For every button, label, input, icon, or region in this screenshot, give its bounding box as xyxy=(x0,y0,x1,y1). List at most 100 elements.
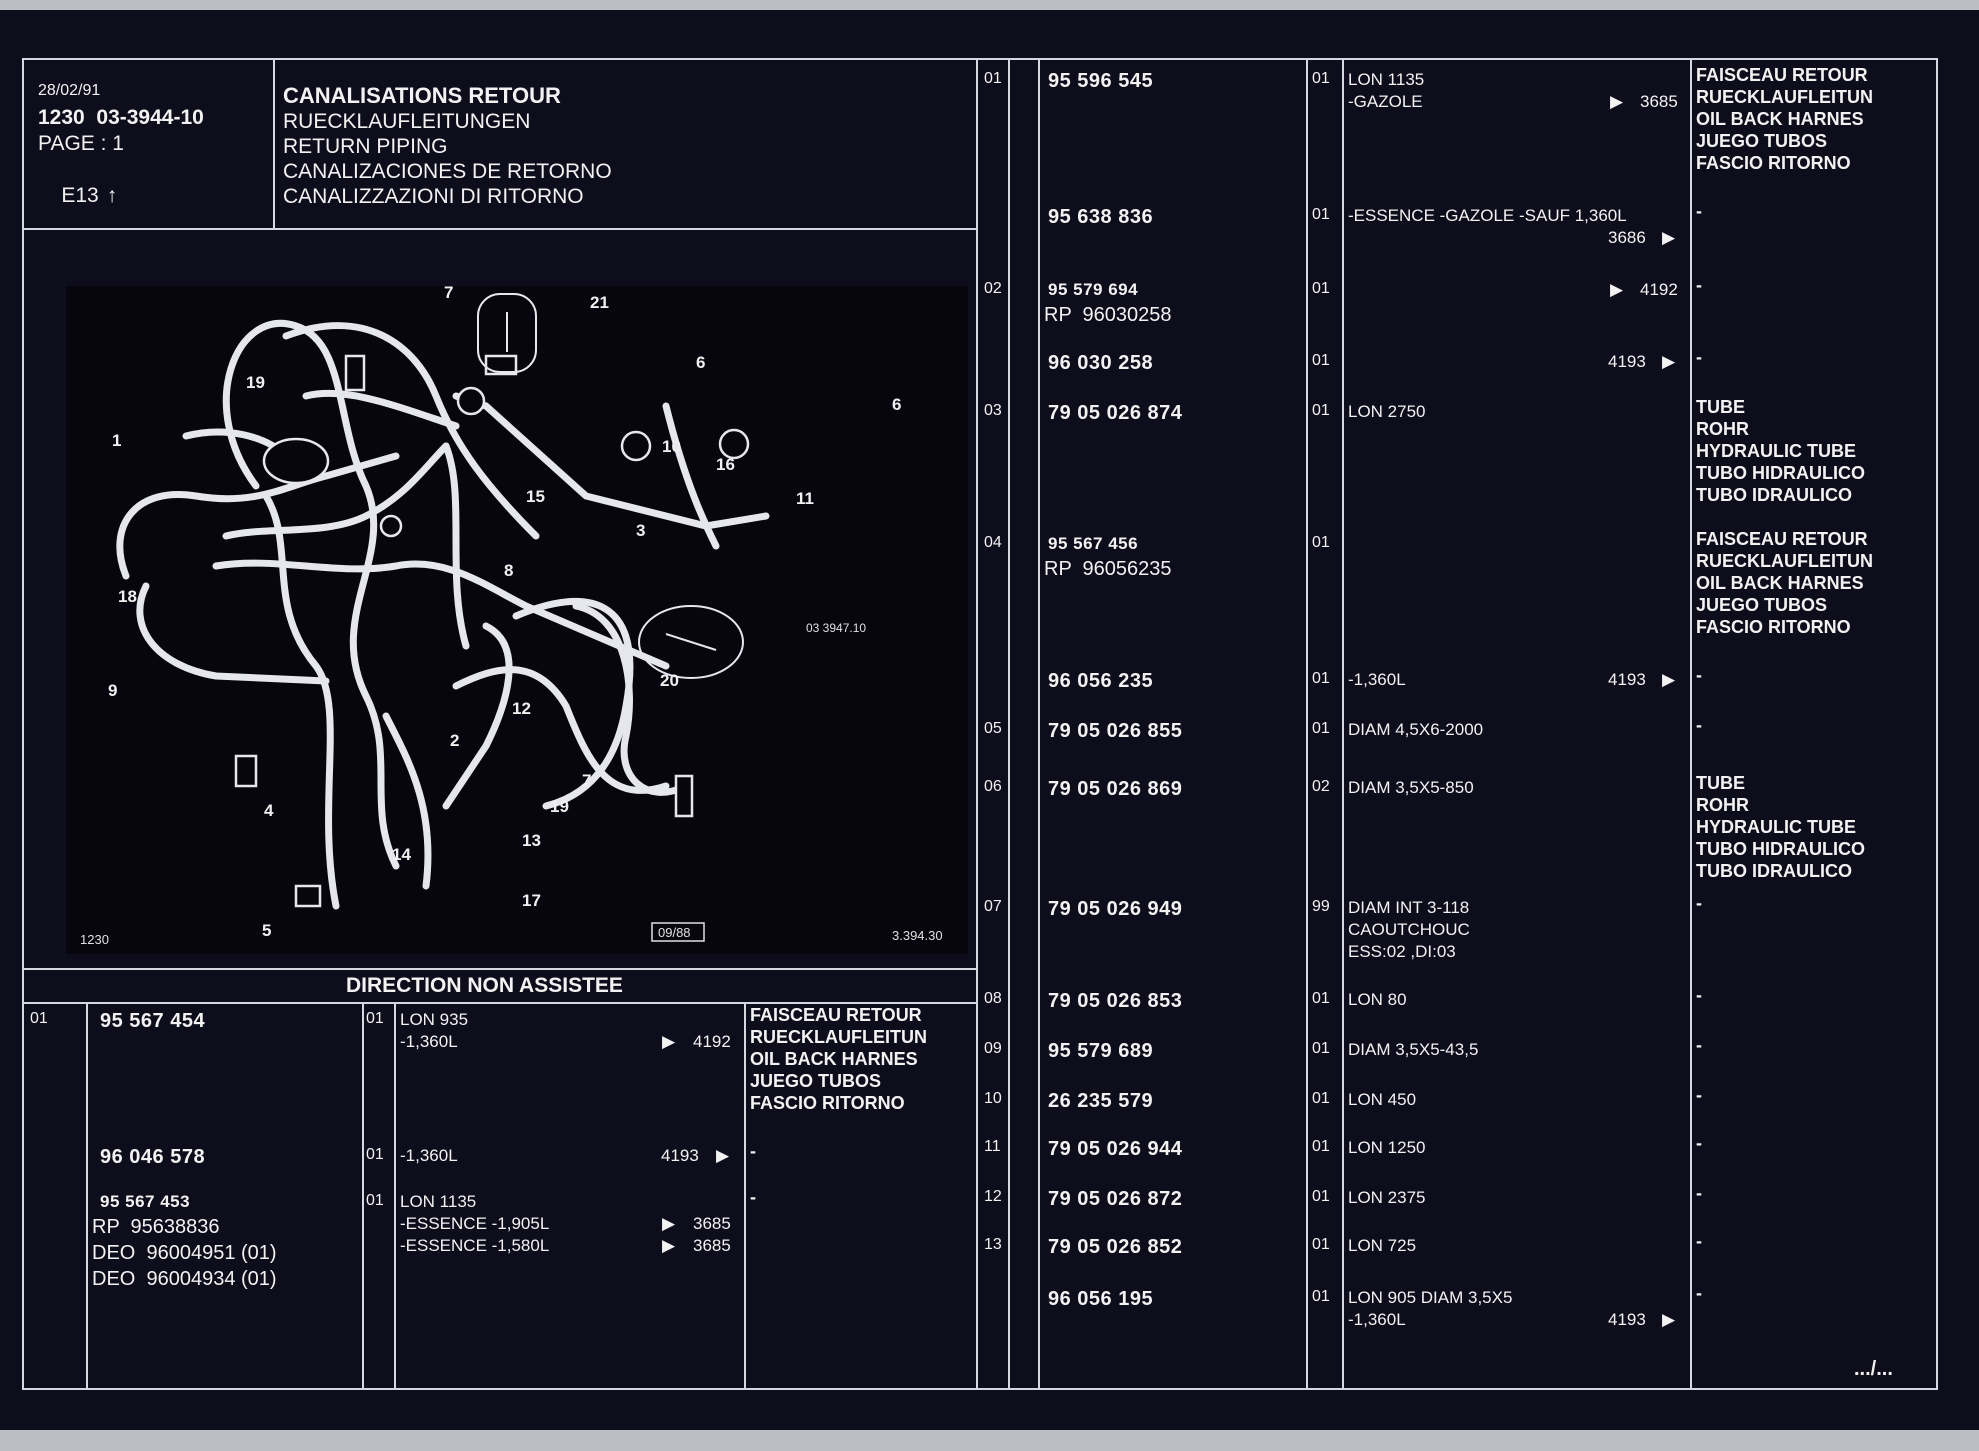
svg-text:9: 9 xyxy=(108,681,117,700)
injector-fitting xyxy=(674,774,694,818)
filter-fitting xyxy=(262,437,330,485)
svg-text:3: 3 xyxy=(636,521,645,540)
inset-part-21 xyxy=(477,293,537,373)
row-number: 13 xyxy=(984,1236,1002,1253)
left-col-line-4 xyxy=(744,1002,746,1390)
designation-line: FAISCEAU RETOUR xyxy=(1696,65,1868,85)
title-it: CANALIZZAZIONI DI RITORNO xyxy=(283,185,584,208)
description-line: LON 905 DIAM 3,5X5 xyxy=(1348,1288,1513,1307)
right-col-line-4 xyxy=(1342,58,1344,1390)
designation-line: - xyxy=(1696,1183,1702,1203)
designation-line: FASCIO RITORNO xyxy=(1696,617,1851,637)
quantity: 01 xyxy=(1312,534,1330,551)
header-date: 28/02/91 xyxy=(38,82,101,99)
description-line: -1,360L xyxy=(1348,670,1406,689)
designation-line: - xyxy=(1696,1133,1702,1153)
left-col-line-3 xyxy=(394,1002,396,1390)
svg-text:5: 5 xyxy=(262,921,271,940)
designation-line: - xyxy=(1696,347,1702,367)
designation-line: - xyxy=(1696,715,1702,735)
designation-line: HYDRAULIC TUBE xyxy=(1696,817,1856,837)
svg-text:16: 16 xyxy=(716,455,735,474)
part-reference: 95 567 453 xyxy=(100,1192,191,1211)
header-page: PAGE : 1 xyxy=(38,132,124,155)
part-reference: 79 05 026 853 xyxy=(1048,990,1183,1012)
title-fr: CANALISATIONS RETOUR xyxy=(283,83,561,108)
part-reference: 96 056 195 xyxy=(1048,1288,1154,1310)
title-es: CANALIZACIONES DE RETORNO xyxy=(283,160,612,183)
designation-line: TUBO IDRAULICO xyxy=(1696,861,1852,881)
row-number: 01 xyxy=(984,70,1002,87)
designation-line: - xyxy=(1696,665,1702,685)
quantity: 01 xyxy=(1312,670,1330,687)
description-line: LON 450 xyxy=(1348,1090,1417,1109)
description-line: DIAM INT 3-118 xyxy=(1348,898,1470,917)
designation-line: FASCIO RITORNO xyxy=(750,1093,905,1113)
right-col-line-2 xyxy=(1038,58,1040,1390)
continue-marker: .../... xyxy=(1854,1358,1893,1380)
header-grid-ref: E13↑ xyxy=(61,183,118,207)
quantity: 01 xyxy=(366,1192,384,1209)
part-reference: 95 567 454 xyxy=(100,1010,206,1032)
sheet-frame xyxy=(22,58,1938,1390)
svg-text:13: 13 xyxy=(522,831,541,850)
quantity: 01 xyxy=(1312,402,1330,419)
pipe-lines xyxy=(116,320,770,910)
svg-text:4: 4 xyxy=(264,801,274,820)
part-reference-sub: RP 95638836 xyxy=(92,1216,220,1238)
designation-line: - xyxy=(1696,1085,1702,1105)
designation-line: TUBO HIDRAULICO xyxy=(1696,839,1865,859)
play-arrow-icon: ▶ xyxy=(1610,280,1624,299)
diagram-background xyxy=(66,286,968,954)
quantity: 01 xyxy=(1312,1040,1330,1057)
fuel-filter-icon xyxy=(344,354,366,392)
play-arrow-icon: ▶ xyxy=(1662,228,1676,247)
description-line: LON 1135 xyxy=(1348,70,1425,89)
up-arrow-icon: ↑ xyxy=(106,183,118,207)
designation-line: - xyxy=(1696,1283,1702,1303)
part-reference: 95 579 689 xyxy=(1048,1040,1154,1062)
part-reference: 96 030 258 xyxy=(1048,352,1154,374)
designation-line: JUEGO TUBOS xyxy=(1696,131,1828,151)
play-arrow-icon: ▶ xyxy=(1662,1310,1676,1329)
designation-line: - xyxy=(750,1187,756,1207)
row-number: 03 xyxy=(984,402,1002,419)
group-code: 4193 xyxy=(1608,670,1646,689)
designation-line: FAISCEAU RETOUR xyxy=(1696,529,1868,549)
fittings xyxy=(234,354,750,908)
svg-text:11: 11 xyxy=(796,489,814,508)
svg-text:15: 15 xyxy=(526,487,545,506)
designation-line: OIL BACK HARNES xyxy=(1696,109,1864,129)
description-line: LON 2375 xyxy=(1348,1188,1426,1207)
part-reference: 79 05 026 869 xyxy=(1048,778,1183,800)
designation-line: - xyxy=(750,1141,756,1161)
row-number: 07 xyxy=(984,898,1002,915)
svg-text:14: 14 xyxy=(392,845,411,864)
quantity: 01 xyxy=(1312,720,1330,737)
svg-text:1: 1 xyxy=(112,431,121,450)
designation-line: OIL BACK HARNES xyxy=(1696,573,1864,593)
row-number: 04 xyxy=(984,534,1002,551)
designation-line: TUBO IDRAULICO xyxy=(1696,485,1852,505)
description-line: LON 80 xyxy=(1348,990,1407,1009)
designation-line: - xyxy=(1696,985,1702,1005)
quantity: 99 xyxy=(1312,898,1330,915)
diagram-group-code: 1230 xyxy=(80,932,109,947)
group-code: 4193 xyxy=(1608,352,1646,371)
right-col-line-5 xyxy=(1690,58,1692,1390)
designation-line: JUEGO TUBOS xyxy=(750,1071,882,1091)
description-line: -1,360L xyxy=(400,1146,458,1165)
row-number: 10 xyxy=(984,1090,1002,1107)
designation-line: RUECKLAUFLEITUN xyxy=(1696,551,1873,571)
row-number: 02 xyxy=(984,280,1002,297)
description-line: -GAZOLE xyxy=(1348,92,1423,111)
designation-line: ROHR xyxy=(1696,419,1749,439)
description-line: -1,360L xyxy=(1348,1310,1406,1329)
callout-labels: 1 2 3 4 5 6 6 7 7 8 9 10 11 12 13 14 15 … xyxy=(108,286,901,940)
title-en: RETURN PIPING xyxy=(283,135,448,158)
part-reference: 79 05 026 874 xyxy=(1048,402,1183,424)
row-number: 12 xyxy=(984,1188,1002,1205)
part-reference: 96 046 578 xyxy=(100,1146,206,1168)
description-line: DIAM 4,5X6-2000 xyxy=(1348,720,1484,739)
part-reference: 95 596 545 xyxy=(1048,70,1154,92)
